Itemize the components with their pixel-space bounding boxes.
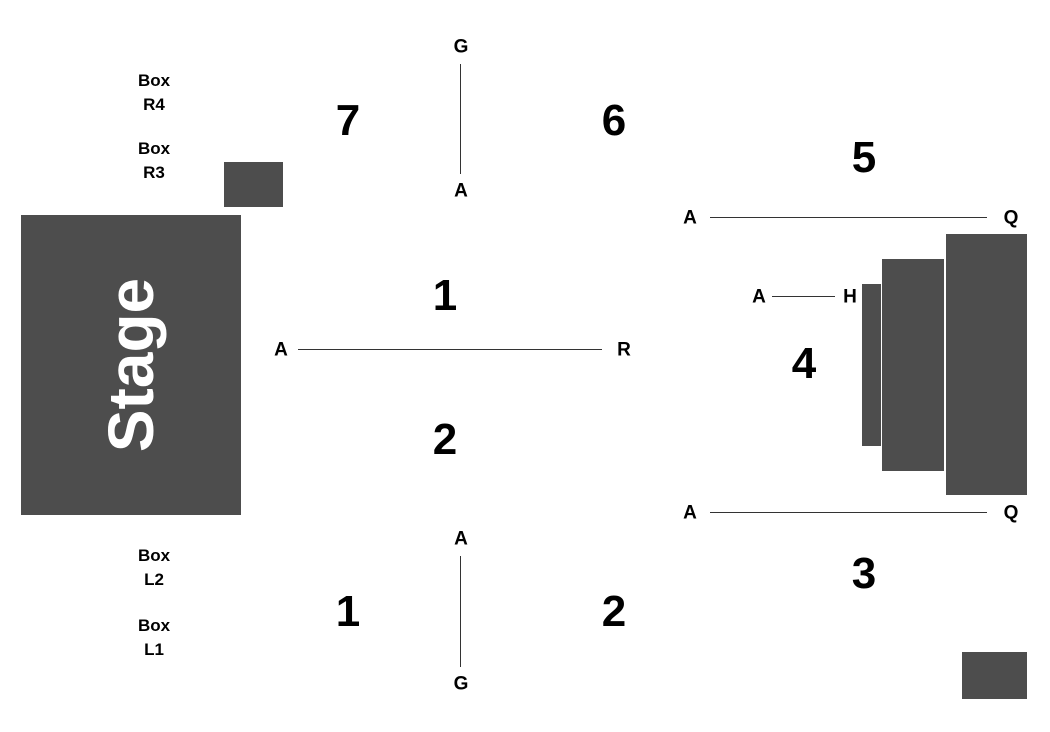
section-7[interactable]: 7 (335, 96, 361, 145)
stage-label: Stage (95, 277, 167, 453)
box-l2-label: Box L2 (114, 544, 194, 592)
main-aisle-row-right: R (617, 339, 631, 361)
section-1-main[interactable]: 1 (432, 271, 458, 320)
stage-block[interactable] (21, 215, 241, 515)
section-3[interactable]: 3 (851, 549, 877, 598)
section-2-main[interactable]: 2 (432, 415, 458, 464)
right-upper-aisle-line (710, 217, 987, 218)
section-1-lower[interactable]: 1 (335, 587, 361, 636)
box-r3-label: Box R3 (114, 137, 194, 185)
right-lower-row-left: A (683, 502, 697, 524)
section-4-row-line (772, 296, 835, 297)
box-l2-line1: Box (137, 546, 171, 565)
section-5[interactable]: 5 (851, 133, 877, 182)
main-aisle-row-left: A (274, 339, 288, 361)
box-r4-line2: R4 (143, 95, 165, 114)
section-4-step-small[interactable] (862, 284, 881, 446)
box-r4-label: Box R4 (114, 69, 194, 117)
right-upper-row-left: A (683, 207, 697, 229)
section-4-row-right: H (843, 286, 857, 308)
main-aisle-line (298, 349, 602, 350)
section-4-step-medium[interactable] (882, 259, 944, 471)
section-4[interactable]: 4 (791, 339, 817, 388)
box-l1-line1: Box (137, 616, 171, 635)
section-4-step-large[interactable] (946, 234, 1027, 495)
section-2-lower[interactable]: 2 (601, 587, 627, 636)
box-r4-line1: Box (137, 71, 171, 90)
upper-aisle-row-top: G (453, 36, 469, 58)
right-lower-aisle-line (710, 512, 987, 513)
corner-block[interactable] (962, 652, 1027, 699)
section-6[interactable]: 6 (601, 96, 627, 145)
box-r3-line1: Box (137, 139, 171, 158)
lower-aisle-row-bottom: G (453, 673, 469, 695)
upper-aisle-row-bottom: A (454, 180, 468, 202)
lower-aisle-row-top: A (454, 528, 468, 550)
right-lower-row-right: Q (1003, 502, 1019, 524)
box-l2-line2: L2 (144, 570, 164, 589)
box-r3-block[interactable] (224, 162, 283, 207)
box-l1-line2: L1 (144, 640, 164, 659)
upper-aisle-line (460, 64, 461, 174)
right-upper-row-right: Q (1003, 207, 1019, 229)
box-r3-line2: R3 (143, 163, 165, 182)
box-l1-label: Box L1 (114, 614, 194, 662)
lower-aisle-line (460, 556, 461, 667)
section-4-row-left: A (752, 286, 766, 308)
